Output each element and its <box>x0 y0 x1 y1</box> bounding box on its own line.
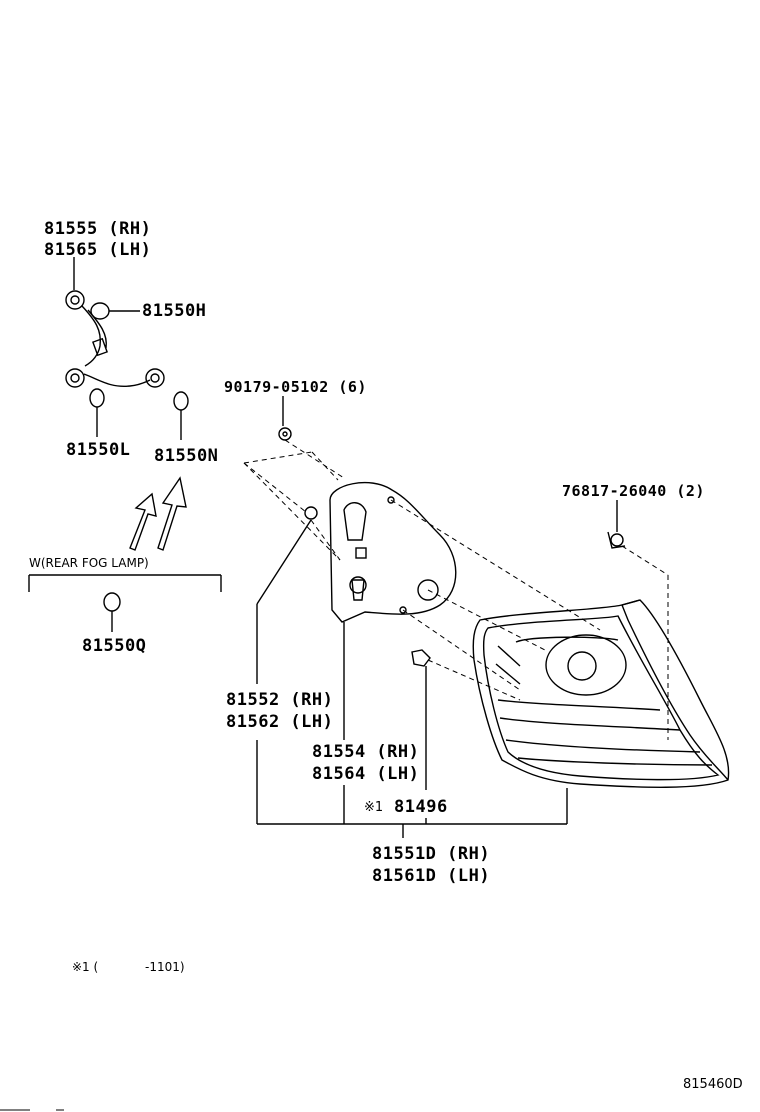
bulb-81550n <box>173 391 189 440</box>
note-mark-81496: ※1 <box>364 800 384 815</box>
socket-harness <box>65 257 165 388</box>
part-label-81554: 81554 (RH) <box>312 742 420 762</box>
part-label-90179: 90179-05102 (6) <box>224 378 367 396</box>
figure-code: 815460D <box>683 1077 743 1092</box>
direction-arrows <box>129 476 187 551</box>
footnote-range: -1101) <box>145 960 185 974</box>
part-label-81550h: 81550H <box>142 301 207 321</box>
screw-90179 <box>278 396 292 441</box>
part-label-81551d: 81551D (RH) <box>372 844 491 864</box>
fog-lamp-caption: W(REAR FOG LAMP) <box>29 556 149 570</box>
part-label-81564: 81564 (LH) <box>312 764 420 784</box>
assembly-bracket <box>256 622 568 838</box>
bolt-81496 <box>411 649 431 790</box>
footnote-mark: ※1 ( <box>72 960 99 974</box>
part-label-81561d: 81561D (LH) <box>372 866 491 886</box>
part-label-81555: 81555 (RH) <box>44 219 152 239</box>
screw-76817 <box>607 500 626 549</box>
dashed-leaders <box>243 439 669 740</box>
part-label-81496: 81496 <box>394 797 448 817</box>
part-label-81562: 81562 (LH) <box>226 712 334 732</box>
fog-lamp-bracket <box>28 574 222 632</box>
part-label-76817: 76817-26040 (2) <box>562 482 705 500</box>
part-label-81552: 81552 (RH) <box>226 690 334 710</box>
part-label-81550n: 81550N <box>154 446 219 466</box>
clip-81552 <box>256 506 318 684</box>
part-label-81565: 81565 (LH) <box>44 240 152 260</box>
tail-lamp-housing <box>472 599 730 788</box>
bulb-81550h <box>90 302 140 320</box>
bulb-81550l <box>89 388 105 437</box>
part-label-81550q: 81550Q <box>82 636 147 656</box>
part-label-81550l: 81550L <box>66 440 131 460</box>
bulb-holder-plate <box>329 482 457 623</box>
